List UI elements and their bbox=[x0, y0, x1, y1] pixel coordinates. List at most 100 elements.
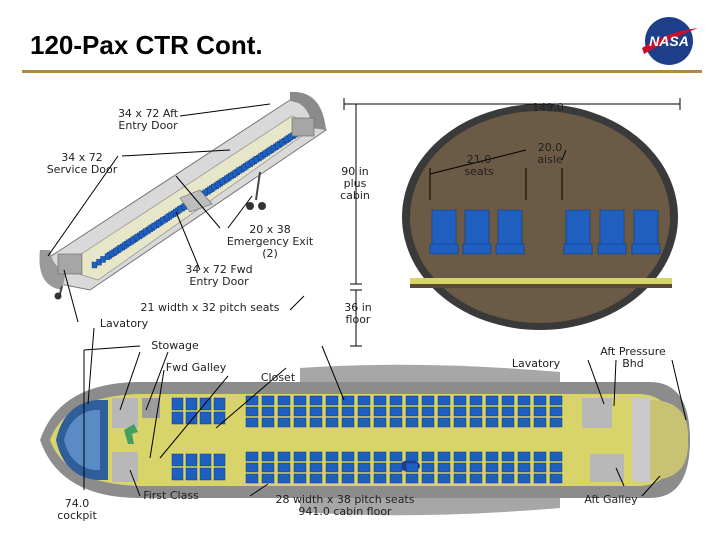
plan-seat bbox=[245, 395, 259, 406]
cutaway-seat bbox=[270, 144, 277, 152]
plan-seat bbox=[469, 473, 483, 484]
fwd-entry-door-label: 34 x 72 Fwd Entry Door bbox=[185, 263, 253, 288]
cutaway-seat bbox=[228, 172, 234, 180]
plan-seat bbox=[405, 473, 419, 484]
plan-seat bbox=[453, 451, 467, 462]
floor-height-label: 36 in floor bbox=[344, 301, 372, 326]
plan-seat bbox=[357, 406, 371, 417]
plan-seat bbox=[357, 451, 371, 462]
plan-seat bbox=[277, 462, 291, 473]
cutaway-seat bbox=[117, 245, 123, 252]
fwd-galley-label: Fwd Galley bbox=[165, 361, 227, 374]
cutaway-seat bbox=[108, 250, 115, 258]
plan-seat bbox=[309, 451, 323, 462]
stowage-label: Stowage bbox=[151, 339, 199, 352]
plan-seat bbox=[325, 417, 339, 428]
plan-seat bbox=[437, 451, 451, 462]
plan-seat bbox=[277, 451, 291, 462]
plan-seat bbox=[453, 473, 467, 484]
plan-seat bbox=[199, 411, 212, 425]
plan-seat bbox=[453, 417, 467, 428]
plan-seat bbox=[421, 451, 435, 462]
cutaway-seat bbox=[219, 178, 226, 185]
plan-seat bbox=[357, 395, 371, 406]
aft-pressure-bhd-label: Aft Pressure Bhd bbox=[600, 345, 666, 370]
seats-21-label: 21 width x 32 pitch seats bbox=[140, 301, 280, 314]
plan-seat bbox=[357, 462, 371, 473]
plan-seat bbox=[325, 473, 339, 484]
plan-seat bbox=[293, 417, 307, 428]
plan-seat bbox=[517, 462, 531, 473]
plan-seat bbox=[437, 395, 451, 406]
plan-seat bbox=[549, 462, 563, 473]
plan-seat bbox=[325, 395, 339, 406]
plan-seat bbox=[185, 467, 198, 481]
plan-seat bbox=[469, 462, 483, 473]
cutaway-seat bbox=[177, 206, 183, 213]
title-rule bbox=[22, 70, 702, 73]
plan-seat bbox=[517, 395, 531, 406]
width-149-label: 149.0 bbox=[532, 101, 564, 114]
first-class-label: First Class bbox=[143, 489, 199, 502]
cockpit-label: 74.0 cockpit bbox=[57, 497, 97, 522]
cabin-height-label: 90 in plus cabin bbox=[340, 165, 370, 202]
plan-seat bbox=[453, 395, 467, 406]
plan-seat bbox=[213, 467, 226, 481]
plan-seat bbox=[261, 473, 275, 484]
plan-seat bbox=[373, 451, 387, 462]
plan-seat bbox=[533, 406, 547, 417]
plan-seat bbox=[171, 397, 184, 411]
plan-seat bbox=[549, 417, 563, 428]
plan-seat bbox=[501, 451, 515, 462]
plan-seat bbox=[549, 395, 563, 406]
plan-seat bbox=[341, 473, 355, 484]
plan-seat bbox=[309, 406, 323, 417]
cutaway-seat bbox=[211, 183, 217, 191]
plan-seat bbox=[421, 406, 435, 417]
nasa-logo: NASA bbox=[642, 17, 698, 65]
dimension-lines bbox=[343, 98, 681, 347]
plan-seat bbox=[373, 395, 387, 406]
plan-seat bbox=[261, 417, 275, 428]
plan-seat bbox=[261, 406, 275, 417]
plan-seat bbox=[501, 395, 515, 406]
plan-seat bbox=[549, 473, 563, 484]
cutaway-seat bbox=[100, 256, 106, 263]
aisle-width-label: 20.0 aisle bbox=[537, 141, 563, 166]
lavatory-fwd-label: Lavatory bbox=[99, 317, 149, 330]
plan-seat bbox=[469, 395, 483, 406]
plan-seat bbox=[309, 395, 323, 406]
plan-seat bbox=[517, 406, 531, 417]
plan-seat bbox=[293, 473, 307, 484]
plan-seat bbox=[199, 467, 212, 481]
plan-seat bbox=[277, 395, 291, 406]
plan-seat bbox=[277, 473, 291, 484]
plan-seat bbox=[533, 395, 547, 406]
plan-seat bbox=[357, 473, 371, 484]
cutaway-seat bbox=[279, 139, 285, 146]
plan-seat bbox=[171, 467, 184, 481]
plan-seat bbox=[389, 462, 403, 473]
plan-seat bbox=[469, 417, 483, 428]
plan-seat bbox=[437, 462, 451, 473]
plan-seat bbox=[405, 395, 419, 406]
plan-seat bbox=[389, 395, 403, 406]
plan-seat bbox=[185, 411, 198, 425]
plan-seat bbox=[389, 473, 403, 484]
service-door-label: 34 x 72 Service Door bbox=[46, 151, 118, 176]
plan-seat bbox=[533, 451, 547, 462]
plan-seat bbox=[199, 397, 212, 411]
plan-seat bbox=[405, 451, 419, 462]
plan-seat bbox=[517, 451, 531, 462]
plan-seat bbox=[501, 462, 515, 473]
plan-seat bbox=[213, 453, 226, 467]
plan-seat bbox=[501, 406, 515, 417]
cutaway-seat bbox=[151, 222, 157, 230]
cutaway-seat bbox=[253, 156, 260, 163]
seats-28-label: 28 width x 38 pitch seats 941.0 cabin fl… bbox=[275, 493, 415, 518]
plan-seat bbox=[293, 395, 307, 406]
plan-seat bbox=[185, 397, 198, 411]
plan-seat bbox=[421, 462, 435, 473]
plan-seat bbox=[517, 417, 531, 428]
